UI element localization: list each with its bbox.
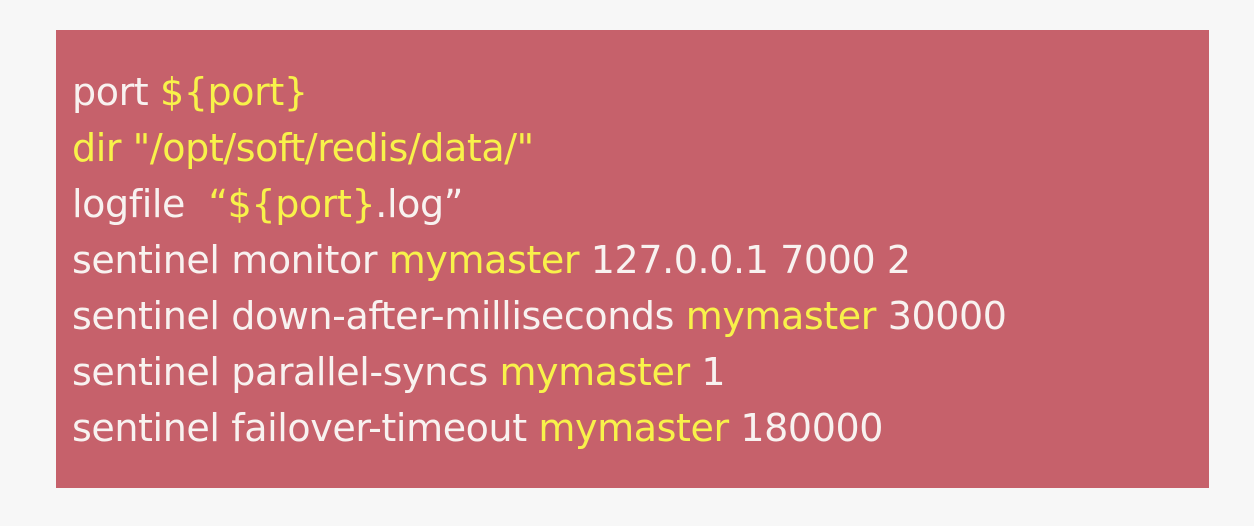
config-line-down-after-milliseconds: sentinel down-after-milliseconds mymaste… — [72, 288, 1209, 344]
config-token: 127.0.0.1 7000 2 — [579, 238, 911, 282]
config-token: sentinel down-after-milliseconds — [72, 294, 686, 338]
config-line-parallel-syncs: sentinel parallel-syncs mymaster 1 — [72, 344, 1209, 400]
sentinel-config-box: port ${port} dir "/opt/soft/redis/data/"… — [56, 30, 1209, 488]
config-line-sentinel-monitor: sentinel monitor mymaster 127.0.0.1 7000… — [72, 232, 1209, 288]
config-token: sentinel parallel-syncs — [72, 350, 500, 394]
config-line-port: port ${port} — [72, 64, 1209, 120]
config-token: mymaster — [538, 406, 729, 450]
config-token: port — [72, 70, 160, 114]
config-token: ${port} — [159, 70, 308, 114]
config-token: mymaster — [388, 238, 580, 282]
config-token: sentinel failover-timeout — [72, 406, 539, 450]
config-token: sentinel monitor — [72, 238, 389, 282]
config-token: 180000 — [728, 406, 884, 450]
config-line-failover-timeout: sentinel failover-timeout mymaster 18000… — [72, 400, 1209, 456]
config-token: “${port} — [208, 182, 376, 226]
config-line-logfile: logfile “${port}.log” — [72, 176, 1209, 232]
config-token: 1 — [689, 350, 726, 394]
config-token: mymaster — [499, 350, 690, 394]
config-line-dir: dir "/opt/soft/redis/data/" — [72, 120, 1209, 176]
config-token: mymaster — [685, 294, 877, 338]
config-token: .log” — [375, 182, 463, 226]
config-token: 30000 — [876, 294, 1007, 338]
config-token: dir "/opt/soft/redis/data/" — [72, 126, 534, 170]
config-token: logfile — [72, 182, 209, 226]
